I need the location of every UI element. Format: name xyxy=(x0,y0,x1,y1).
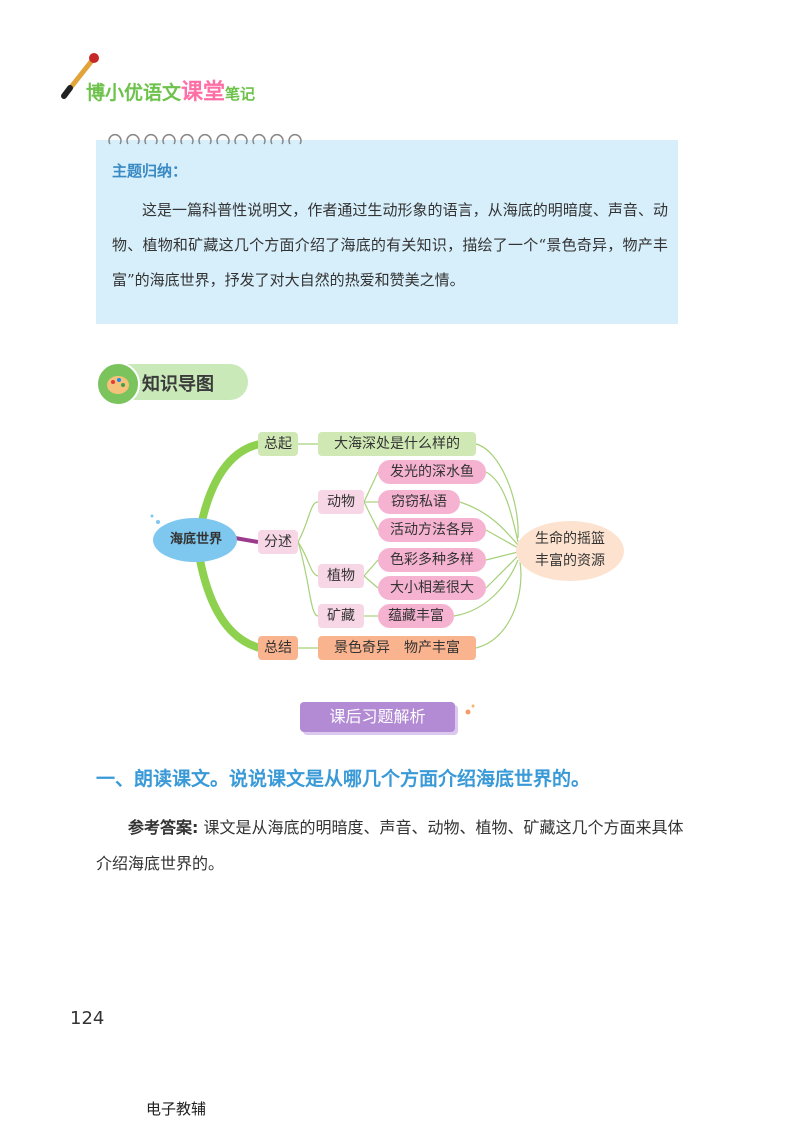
theme-card xyxy=(96,140,678,324)
question-heading: 一、朗读课文。说说课文是从哪几个方面介绍海底世界的。 xyxy=(96,768,591,790)
branch-intro-label: 总起 xyxy=(258,432,298,456)
minerals-item: 蕴藏丰富 xyxy=(378,604,454,628)
logo-main-text: 博小优语文 xyxy=(86,82,182,104)
theme-title: 主题归纳： xyxy=(112,162,188,180)
branch-animals-label: 动物 xyxy=(318,490,364,514)
header-logo: 博小优语文课堂笔记 xyxy=(60,52,310,105)
logo-small-text: 笔记 xyxy=(225,85,256,103)
brush-icon xyxy=(61,53,99,99)
answer-text: 课文是从海底的明暗度、声音、动物、植物、矿藏这几个方面来具体介绍海底世界的。 xyxy=(96,818,684,873)
branch-intro-content: 大海深处是什么样的 xyxy=(318,432,476,456)
branch-conclusion-content: 景色奇异 物产丰富 xyxy=(318,636,476,660)
answer-paragraph: 参考答案: 课文是从海底的明暗度、声音、动物、植物、矿藏这几个方面来具体介绍海底… xyxy=(96,810,696,882)
palette-icon xyxy=(96,362,140,406)
branch-conclusion-label: 总结 xyxy=(258,636,298,660)
plants-item: 大小相差很大 xyxy=(378,576,486,600)
branch-plants-label: 植物 xyxy=(318,564,364,588)
animals-item: 窃窃私语 xyxy=(378,490,460,514)
branch-minerals-label: 矿藏 xyxy=(318,604,364,628)
mind-map-connectors xyxy=(150,440,624,652)
page-number: 124 xyxy=(70,1008,105,1029)
map-heading-label: 知识导图 xyxy=(142,374,214,395)
mind-map-summary: 生命的摇篮 丰富的资源 xyxy=(535,531,605,569)
exercise-section-tag: 课后习题解析 xyxy=(300,702,455,732)
animals-item: 活动方法各异 xyxy=(378,518,486,542)
plants-item: 色彩多种多样 xyxy=(378,548,486,572)
theme-body: 这是一篇科普性说明文，作者通过生动形象的语言，从海底的明暗度、声音、动物、植物和… xyxy=(112,201,668,289)
animals-item: 发光的深水鱼 xyxy=(378,460,486,484)
mind-map-root: 海底世界 xyxy=(169,532,222,547)
mind-map: 海底世界 总起 大海深处是什么样的 分述 动物 发光的深水鱼 窃窃私语 活动方法… xyxy=(140,420,660,670)
sparkle-icon xyxy=(465,704,475,715)
notebook-rings xyxy=(108,134,302,145)
answer-label: 参考答案: xyxy=(128,818,199,837)
footer-label: 电子教辅 xyxy=(146,1100,207,1118)
logo-accent-text: 课堂 xyxy=(181,80,226,105)
branch-detail-label: 分述 xyxy=(258,530,298,554)
